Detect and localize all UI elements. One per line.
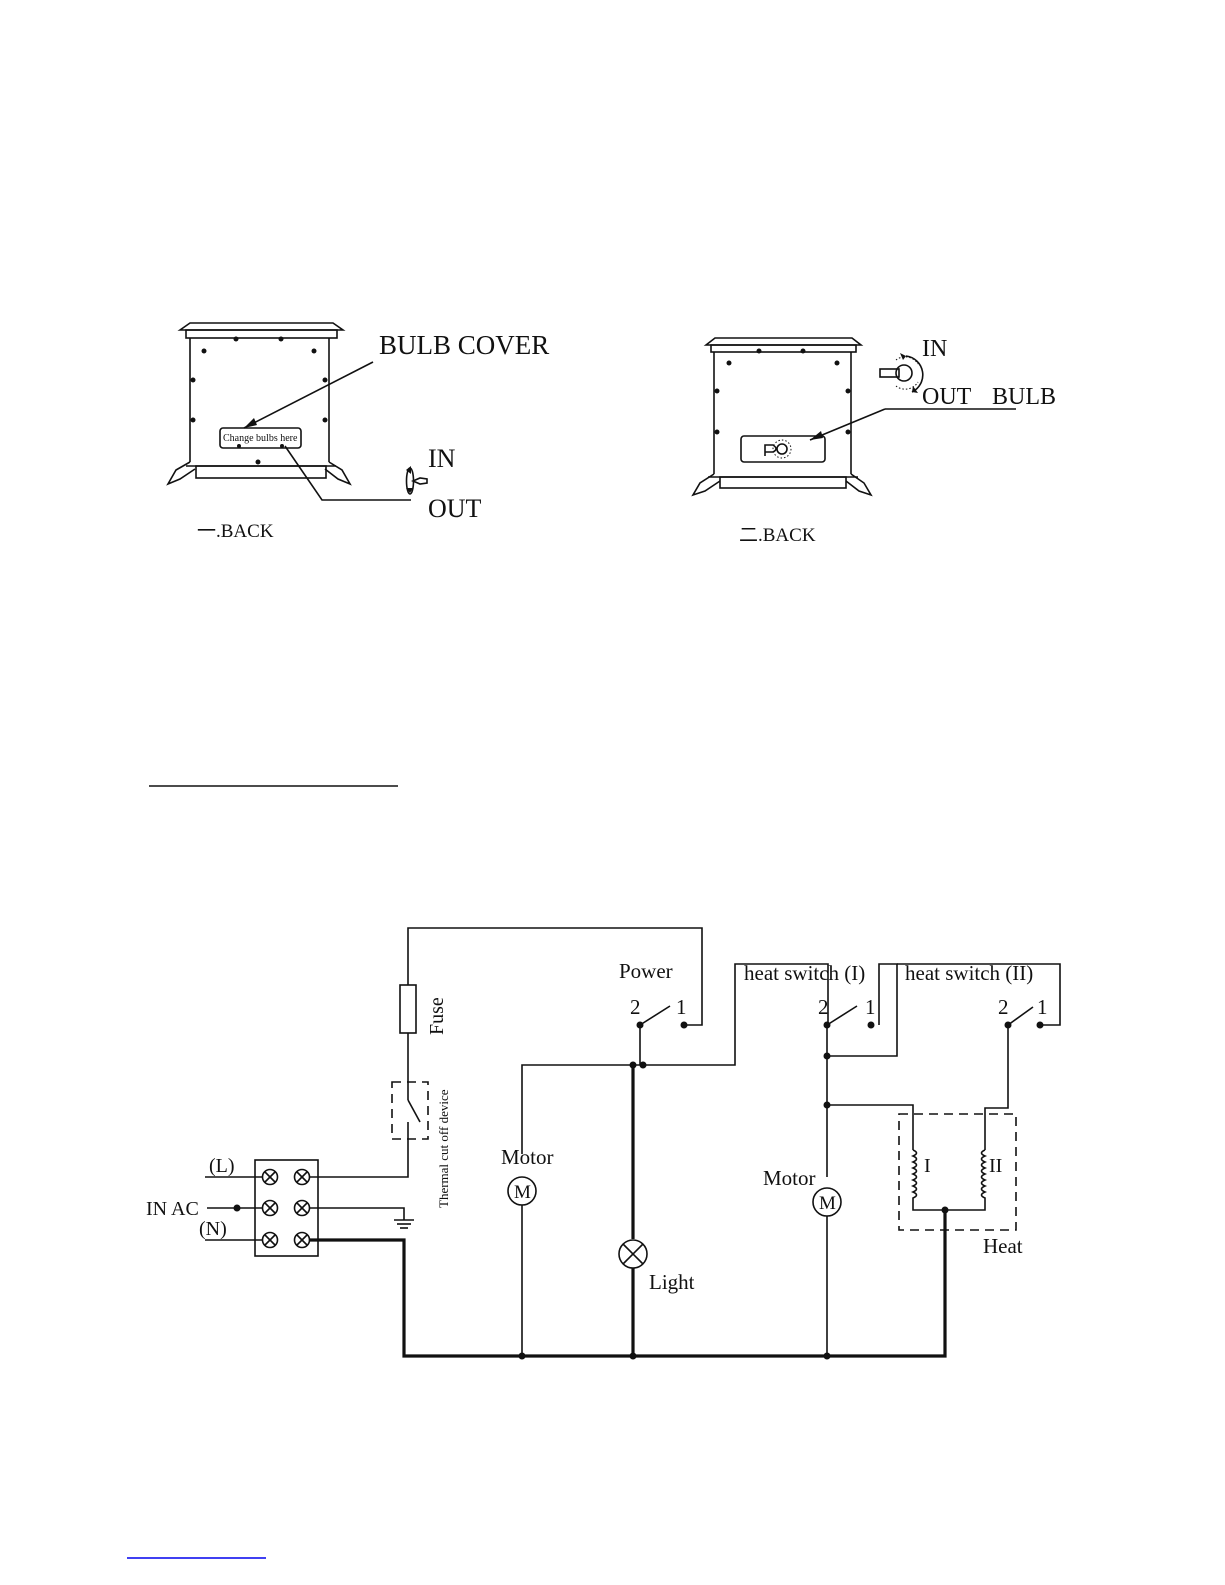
fuse — [400, 985, 416, 1033]
earth-ground-symbol — [310, 1208, 414, 1228]
power-terminal-2: 2 — [630, 995, 641, 1019]
bulb-callout — [810, 409, 1016, 440]
bulb-cover-callout — [244, 362, 411, 500]
bulb-label: BULB — [992, 384, 1056, 410]
heater-element-2 — [982, 1150, 986, 1203]
figure-2-caption: 二.BACK — [739, 525, 816, 546]
junction-neutral-1 — [519, 1353, 526, 1360]
terminal-screw-l-left — [263, 1170, 278, 1185]
terminal-screw-e-right — [295, 1201, 310, 1216]
bulb-panel — [741, 436, 825, 462]
n-label: (N) — [199, 1218, 227, 1240]
heater-back-drawing-1 — [168, 323, 350, 484]
bulb-cover-label: BULB COVER — [379, 330, 549, 360]
heater-1-feed — [827, 1105, 913, 1150]
fuse-label: Fuse — [426, 997, 448, 1035]
motor-2: M — [813, 1188, 841, 1216]
light-label: Light — [649, 1270, 695, 1294]
power-label: Power — [619, 959, 673, 983]
figure-1-heater-back: Change bulbs here BULB COVER IN OUT 一.BA… — [168, 323, 549, 542]
rotate-bulb-icon — [880, 353, 923, 393]
heat-switch-1-label: heat switch (I) — [744, 961, 865, 985]
motor-1: M — [508, 1177, 536, 1205]
junction-neutral-2 — [630, 1353, 637, 1360]
neutral-return-wire — [310, 1210, 945, 1356]
heater-2-feed — [985, 1025, 1008, 1150]
out-label-2: OUT — [922, 384, 972, 410]
light-lamp — [619, 1240, 647, 1268]
junction-heat-bridge — [824, 1053, 831, 1060]
heat-label: Heat — [983, 1234, 1023, 1258]
heat-switch-2-terminal-1: 1 — [1037, 995, 1048, 1019]
heater-1-label: I — [924, 1155, 931, 1177]
panel-text: Change bulbs here — [223, 433, 298, 444]
l-label: (L) — [209, 1155, 235, 1177]
terminal-block — [255, 1160, 318, 1256]
heater-element-1 — [913, 1150, 917, 1203]
heat-switch-1-terminal-1: 1 — [865, 995, 876, 1019]
junction-rail — [640, 1062, 647, 1069]
thermal-cutoff-device — [392, 1082, 428, 1139]
in-ac-junction — [234, 1205, 241, 1212]
out-label-1: OUT — [428, 494, 482, 523]
terminal-screw-e-left — [263, 1201, 278, 1216]
in-label-1: IN — [428, 444, 456, 473]
motor-1-symbol: M — [514, 1182, 531, 1203]
terminal-screw-l-right — [295, 1170, 310, 1185]
terminal-screw-n-right — [295, 1233, 310, 1248]
figure-1-caption: 一.BACK — [197, 521, 274, 542]
terminal-screw-n-left — [263, 1233, 278, 1248]
switched-live-rail — [522, 964, 828, 1154]
heater-back-drawing-2 — [693, 338, 871, 495]
bulb-cover-panel: Change bulbs here — [220, 428, 301, 448]
junction-neutral-3 — [824, 1353, 831, 1360]
live-wire-1 — [310, 1139, 408, 1177]
heat-switch-2-terminal-2: 2 — [998, 995, 1009, 1019]
rotate-in-out-icon — [406, 466, 427, 494]
wiring-diagram: (L) IN AC (N) Thermal cut off device Fus… — [146, 928, 1060, 1360]
in-ac-label: IN AC — [146, 1198, 199, 1220]
figure-2-heater-back: IN OUT BULB 二.BACK — [693, 336, 1056, 546]
motor-2-label: Motor — [763, 1166, 816, 1190]
heater-2-label: II — [989, 1155, 1002, 1177]
heater-common-wire — [913, 1203, 985, 1210]
heat-switch-2-label: heat switch (II) — [905, 961, 1033, 985]
in-label-2: IN — [922, 336, 947, 362]
power-terminal-1: 1 — [676, 995, 687, 1019]
motor-1-label: Motor — [501, 1145, 554, 1169]
heat-switch-1-terminal-2: 2 — [818, 995, 829, 1019]
motor-2-symbol: M — [819, 1193, 836, 1214]
thermal-cutoff-label: Thermal cut off device — [436, 1089, 451, 1208]
